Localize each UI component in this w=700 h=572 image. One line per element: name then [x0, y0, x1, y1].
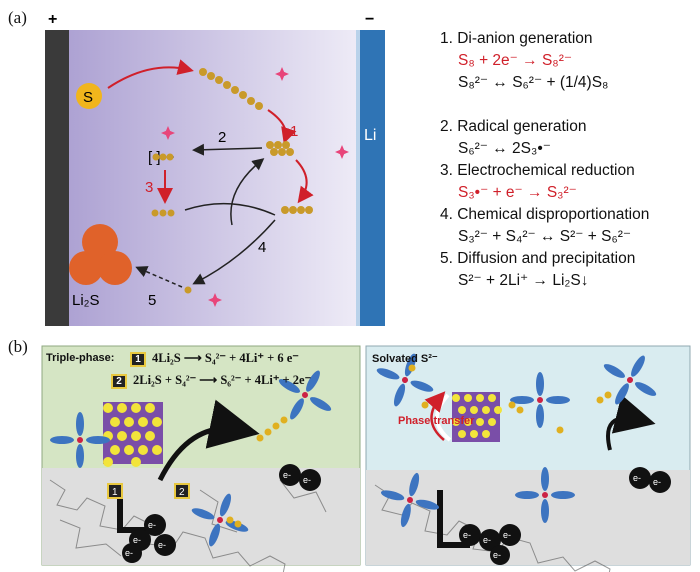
li2s-particles: [69, 224, 132, 285]
s3-radical: [152, 153, 174, 161]
electrons-right: [459, 467, 671, 565]
cathode-bar: [45, 30, 69, 326]
reaction-5-eq: S²⁻ + 2Li⁺ → Li₂S↓: [458, 272, 589, 289]
panel-b-label: (b): [8, 337, 28, 356]
reaction-4-title: 4. Chemical disproportionation: [440, 206, 650, 223]
sulfur-atom: [76, 83, 102, 109]
svg-text:e-: e-: [133, 535, 141, 545]
reaction-1-eq-2: S₈²⁻ ↔ S₆²⁻ + (1/4)S₈: [458, 74, 609, 91]
svg-text:e-: e-: [125, 548, 133, 558]
svg-text:e-: e-: [148, 520, 156, 530]
sulfur-label: S: [83, 89, 93, 106]
step-4-label: 4: [258, 239, 266, 256]
li2s-label: Li₂S: [72, 292, 100, 309]
electrons-left: [122, 464, 321, 563]
triple-phase-title: Triple-phase:: [46, 352, 115, 364]
solvated-polysulfides-right: [376, 353, 657, 528]
reaction-3-title: 3. Electrochemical reduction: [440, 162, 635, 179]
li2s-crystal-left: [103, 402, 163, 467]
phase-transfer-label: Phase transfer: [398, 415, 475, 427]
step-3-label: 3: [145, 179, 153, 196]
step-5-label: 5: [148, 292, 156, 309]
svg-text:e-: e-: [483, 535, 491, 545]
lithium-anode-bar: [360, 30, 385, 326]
svg-text:e-: e-: [493, 550, 501, 560]
reaction-3-eq: S₃•⁻ + e⁻ → S₃²⁻: [458, 184, 577, 201]
reaction-1-eq-1: S₈ + 2e⁻ → S₈²⁻: [458, 52, 573, 69]
svg-text:e-: e-: [463, 530, 471, 540]
svg-text:e-: e-: [503, 530, 511, 540]
minus-sign: −: [365, 11, 374, 28]
li-label: Li: [364, 127, 376, 144]
svg-text:e-: e-: [653, 477, 661, 487]
s8-chain: [199, 68, 263, 110]
reaction-2-eq: S₆²⁻ ↔ 2S₃•⁻: [458, 140, 551, 157]
svg-text:e-: e-: [303, 475, 311, 485]
solvated-polysulfides-left: [50, 370, 332, 547]
s6-cluster: [266, 141, 294, 156]
panel-a-label: (a): [8, 8, 27, 27]
step-1-label: 1: [290, 123, 298, 140]
plus-sign: +: [48, 11, 57, 28]
reaction-4-eq: S₃²⁻ + S₄²⁻ ↔ S²⁻ + S₆²⁻: [458, 228, 632, 245]
svg-text:e-: e-: [158, 540, 166, 550]
reaction-2-title: 2. Radical generation: [440, 118, 587, 135]
li2s-crystal-right: [452, 392, 502, 442]
reaction-list: 1. Di-anion generation S₈ + 2e⁻ → S₈²⁻ S…: [440, 28, 649, 292]
lithium-ion-solvates: [161, 67, 349, 307]
reaction-1-title: 1. Di-anion generation: [440, 30, 593, 47]
svg-text:e-: e-: [633, 473, 641, 483]
s3-dianion: [151, 209, 175, 217]
svg-text:e-: e-: [283, 470, 291, 480]
site-1-tag: 1: [112, 487, 118, 498]
reaction-5-title: 5. Diffusion and precipitation: [440, 250, 636, 267]
solvated-title: Solvated S²⁻: [372, 353, 438, 365]
site-2-tag: 2: [179, 487, 185, 498]
s4-chain: [281, 206, 313, 214]
step-2-label: 2: [218, 129, 226, 146]
